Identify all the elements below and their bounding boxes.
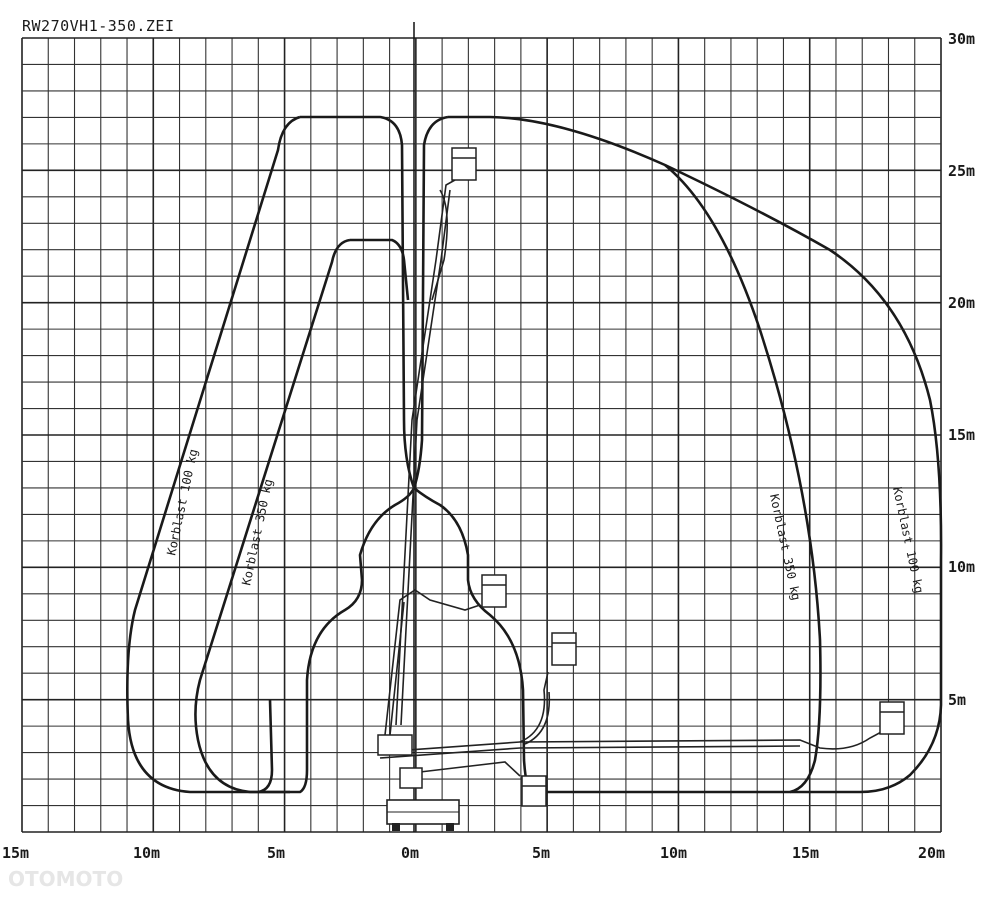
basket-icon [551,632,577,666]
x-tick-label: 20m [918,844,945,862]
boom-position-short [519,632,577,745]
x-tick-label: 0m [401,844,419,862]
y-tick-label: 15m [948,426,975,444]
x-tick-label: 15m [2,844,29,862]
y-tick-label: 25m [948,162,975,180]
central-lower-lobe [413,486,533,794]
basket-icon [451,147,477,181]
boom-position-vertical [395,147,477,726]
y-tick-label: 10m [948,558,975,576]
watermark-logo: OTOMOTO [8,867,123,891]
left-inner-envelope-label: Korblast 350 kg [239,478,275,587]
right-outer-envelope-label: Korblast 100 kg [890,486,926,595]
left-inner-envelope-350kg [194,238,410,794]
wheel-icon [446,823,454,831]
wheel-icon [392,823,400,831]
y-axis: 30m 25m 20m 15m 10m 5m [948,30,975,709]
y-tick-label: 5m [948,691,966,709]
diagram-title: RW270VH1-350.ZEI [22,17,175,35]
y-tick-label: 30m [948,30,975,48]
left-outer-envelope-lower [258,487,416,794]
boom-position-mid [384,574,507,736]
right-outer-envelope-100kg [448,115,943,794]
vehicle-base [377,734,460,831]
counterweight-icon [399,767,423,789]
right-inner-envelope-350kg [664,163,822,794]
x-tick-label: 5m [532,844,550,862]
x-axis: 15m 10m 5m 0m 5m 10m 15m 20m [2,844,945,862]
x-tick-label: 10m [133,844,160,862]
x-tick-label: 15m [792,844,819,862]
boom-position-horizontal [379,701,905,759]
turret-icon [377,734,413,756]
grid [21,37,942,833]
basket-icon [879,701,905,735]
boom-position-low [419,761,547,807]
x-tick-label: 5m [267,844,285,862]
y-tick-label: 20m [948,294,975,312]
right-inner-envelope-label: Korblast 350 kg [767,493,803,602]
basket-icon [521,775,547,807]
left-outer-envelope-100kg [126,115,449,794]
basket-icon [481,574,507,608]
x-tick-label: 10m [660,844,687,862]
